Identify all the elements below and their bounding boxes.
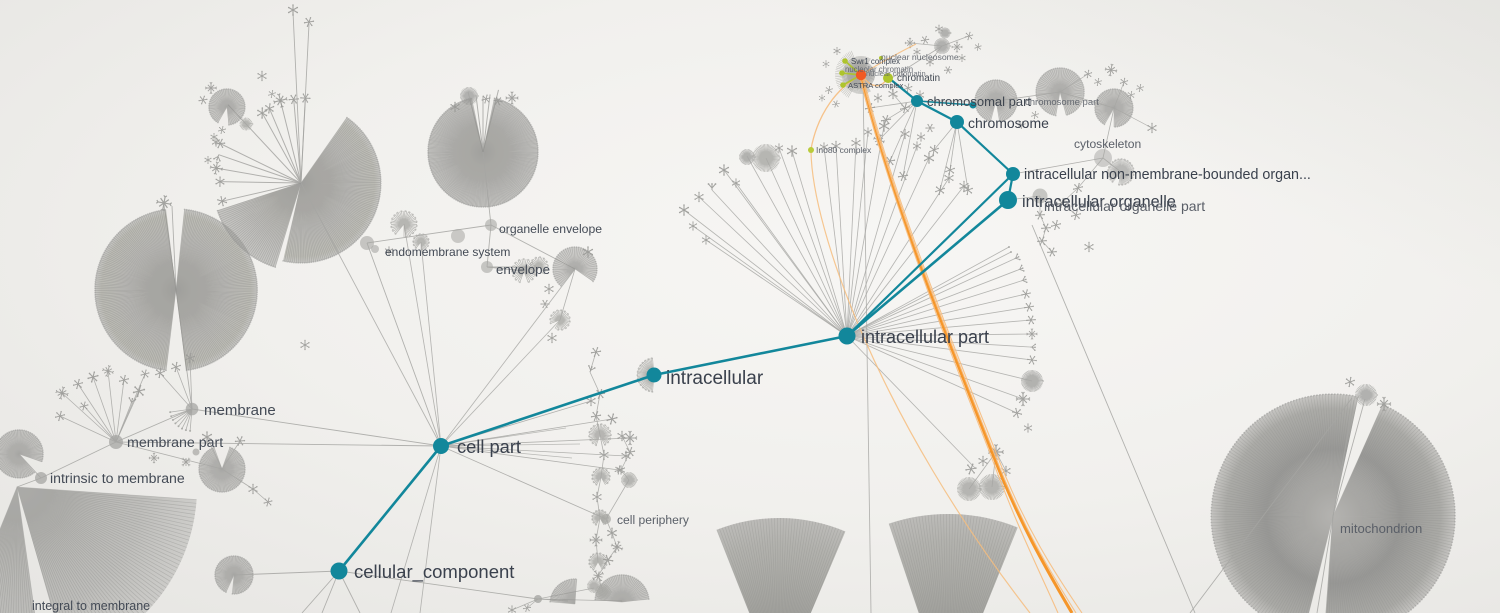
svg-text:intracellular non-membrane-bou: intracellular non-membrane-bounded organ… — [1024, 167, 1311, 183]
svg-text:intracellular organelle part: intracellular organelle part — [1044, 198, 1205, 214]
svg-text:chromosome: chromosome — [968, 115, 1049, 131]
svg-text:cell part: cell part — [457, 436, 521, 457]
svg-text:cell periphery: cell periphery — [617, 513, 690, 527]
svg-text:nucleolar chromatin: nucleolar chromatin — [845, 65, 913, 74]
svg-text:nuclear nucleosome: nuclear nucleosome — [881, 52, 959, 62]
svg-text:membrane part: membrane part — [127, 435, 223, 451]
svg-text:endomembrane system: endomembrane system — [385, 245, 510, 259]
svg-text:intracellular organelle: intracellular organelle — [1022, 193, 1176, 211]
svg-text:intracellular: intracellular — [666, 368, 764, 389]
svg-text:membrane: membrane — [204, 402, 276, 419]
svg-text:cellular_component: cellular_component — [354, 561, 514, 583]
svg-text:ASTRA complex: ASTRA complex — [848, 81, 903, 90]
svg-text:envelope: envelope — [496, 262, 550, 277]
svg-text:Swr1 complex: Swr1 complex — [851, 57, 900, 66]
svg-text:chromosomal part: chromosomal part — [927, 94, 1031, 109]
svg-text:chromosome part: chromosome part — [1025, 97, 1099, 108]
svg-text:Ino80 complex: Ino80 complex — [816, 145, 872, 155]
svg-text:intracellular part: intracellular part — [861, 327, 989, 347]
svg-text:chromatin: chromatin — [897, 73, 940, 84]
svg-text:integral to membrane: integral to membrane — [32, 599, 150, 613]
svg-text:nuclear chromatin: nuclear chromatin — [866, 69, 926, 78]
svg-text:intrinsic to membrane: intrinsic to membrane — [50, 470, 185, 486]
svg-text:mitochondrion: mitochondrion — [1340, 521, 1422, 536]
svg-text:organelle envelope: organelle envelope — [499, 222, 602, 236]
svg-text:cytoskeleton: cytoskeleton — [1074, 137, 1141, 151]
